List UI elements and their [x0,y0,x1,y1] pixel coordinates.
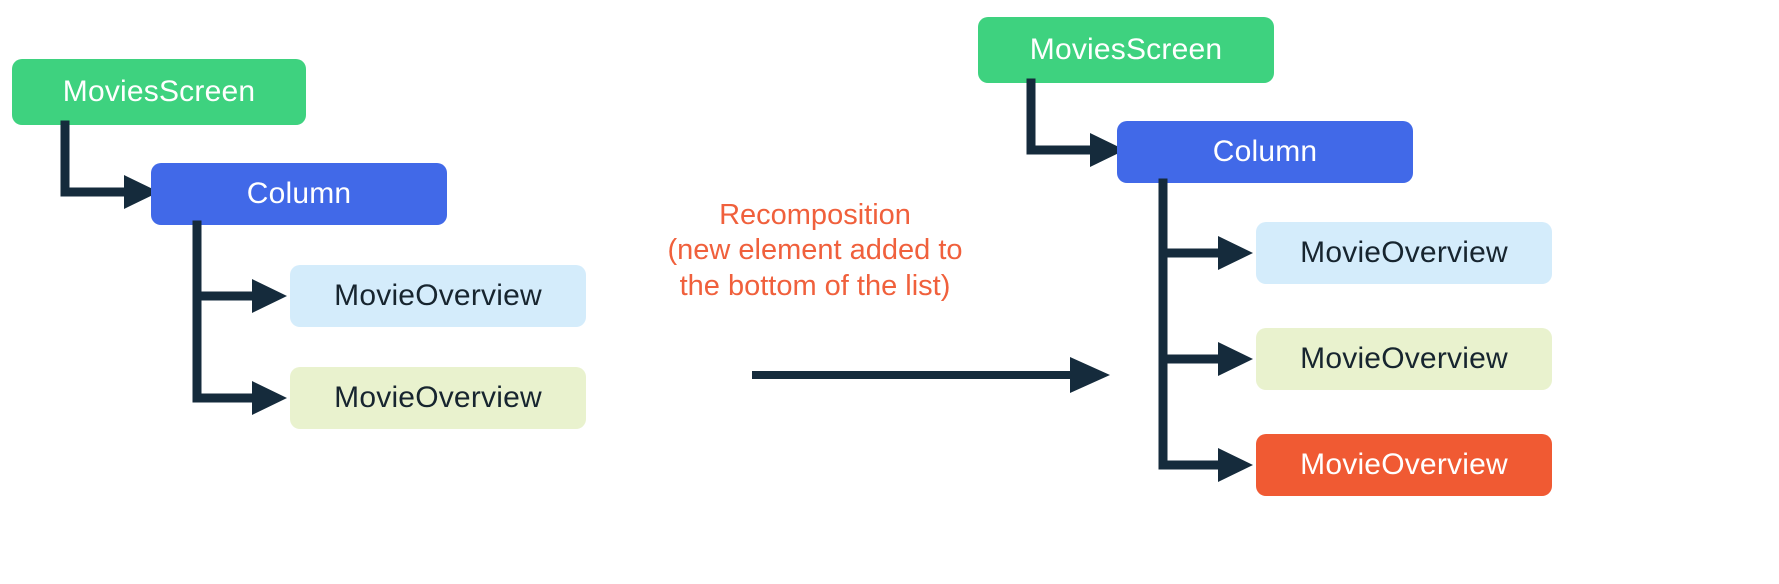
node-movie-overview-right-2: MovieOverview [1256,328,1552,390]
annotation-line-1: Recomposition [719,199,911,231]
connector-column-children-left [190,220,300,415]
node-movie-overview-left-1: MovieOverview [290,265,586,327]
node-movie-overview-right-1: MovieOverview [1256,222,1552,284]
node-label: MovieOverview [1300,342,1508,375]
node-label: MovieOverview [334,381,542,414]
node-movie-overview-right-3: MovieOverview [1256,434,1552,496]
node-column-left: Column [151,163,447,225]
node-label: MoviesScreen [1029,33,1223,66]
node-movies-screen-left: MoviesScreen [12,59,306,125]
node-label: Column [246,177,352,210]
transition-arrow-right-icon [752,355,1112,395]
annotation-line-2: (new element added to [667,234,963,267]
node-movies-screen-right: MoviesScreen [978,17,1274,83]
connector-column-children-right [1156,178,1266,482]
node-label: MovieOverview [1300,448,1508,481]
node-column-right: Column [1117,121,1413,183]
recomposition-annotation: Recomposition (new element added to the … [655,198,975,304]
node-movie-overview-left-2: MovieOverview [290,367,586,429]
node-label: MovieOverview [334,279,542,312]
annotation-line-3: the bottom of the list) [679,269,951,302]
node-label: MovieOverview [1300,236,1508,269]
node-label: MoviesScreen [62,75,256,108]
node-label: Column [1212,135,1318,168]
